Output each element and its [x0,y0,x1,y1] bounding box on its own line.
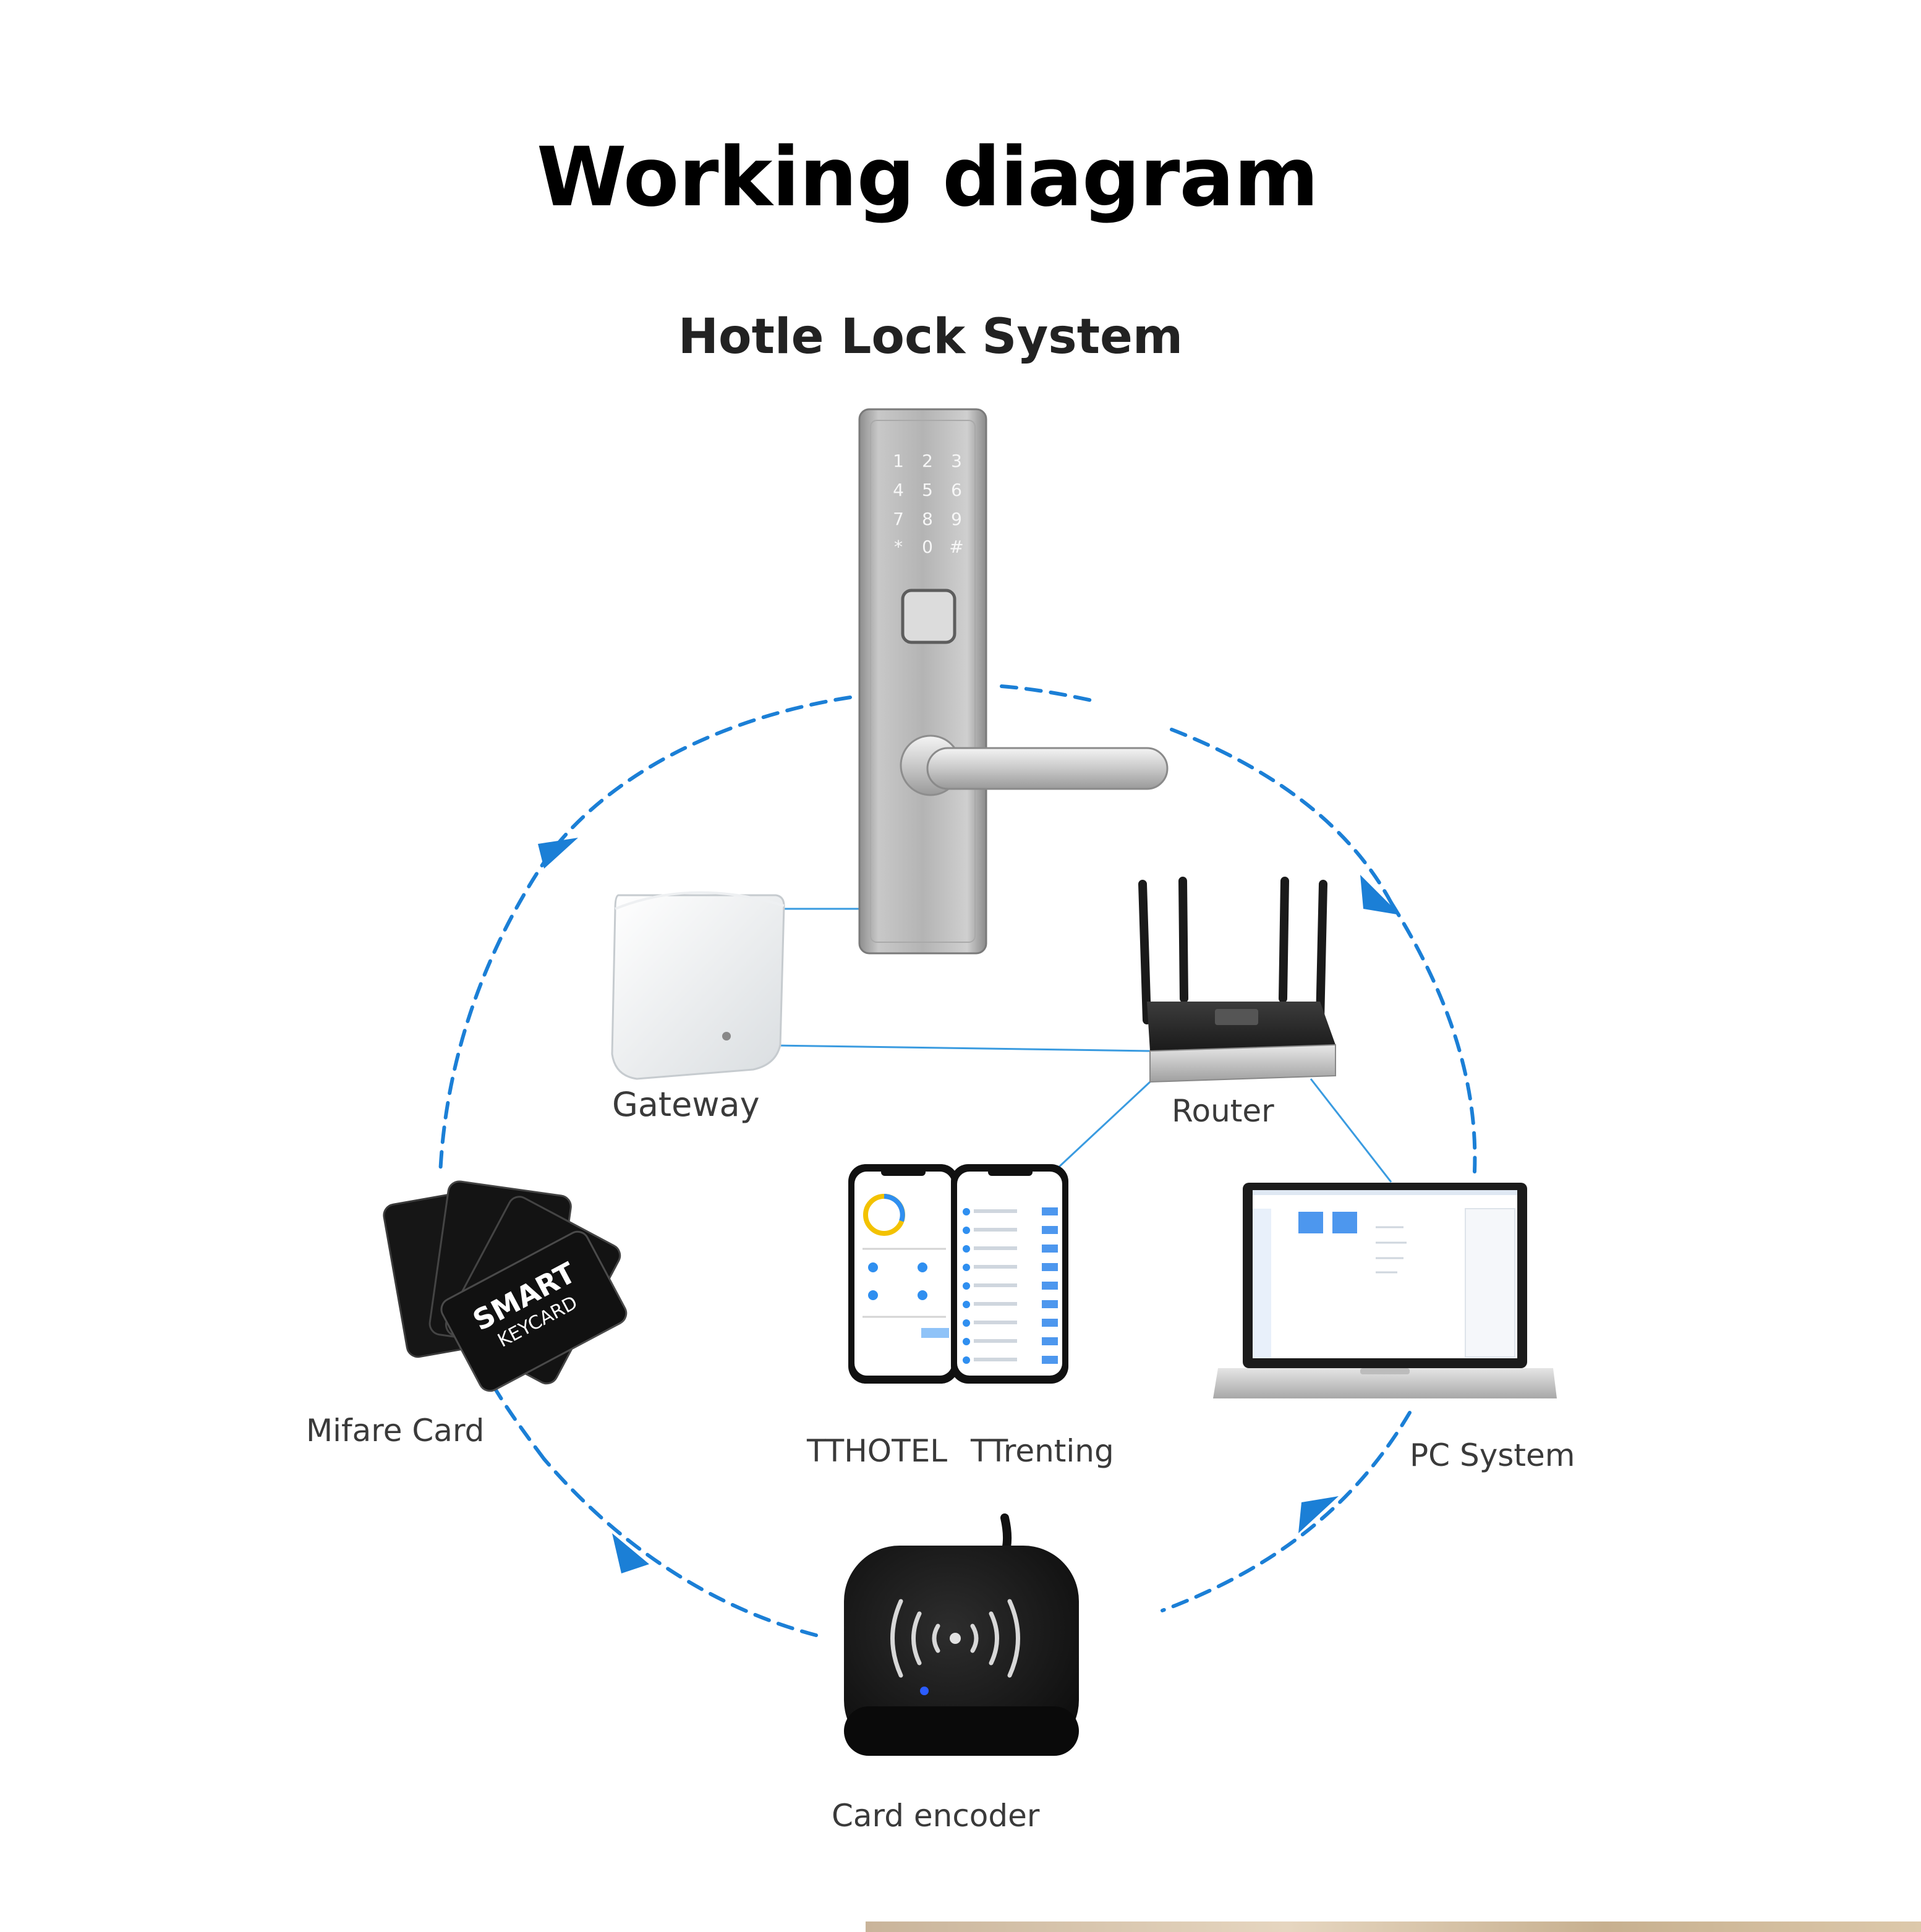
list-row-button [1042,1282,1058,1290]
keypad-key: # [949,537,963,557]
arc-left [438,851,552,1177]
list-row-button [1042,1319,1058,1327]
keypad-key: 3 [951,451,962,471]
mifare-cards-icon: SMART KEYCARD [383,1180,628,1392]
arc-top-left [548,696,852,855]
label-pc-system: PC System [1410,1437,1575,1473]
list-row-button [1042,1300,1058,1308]
list-row-icon [963,1264,970,1271]
keypad-key: 7 [893,509,904,529]
list-row-line [974,1302,1017,1306]
list-row-icon [963,1301,970,1308]
label-mifare-card: Mifare Card [306,1413,485,1449]
list-row-line [974,1265,1017,1269]
list-row-button [1042,1207,1058,1215]
arc-right [1389,901,1477,1173]
list-row-icon [963,1319,970,1327]
list-row-button [1042,1226,1058,1234]
keypad-key: 6 [951,480,962,500]
list-row-button [1042,1245,1058,1253]
list-row-icon [963,1227,970,1234]
list-row-button [1042,1356,1058,1364]
list-row-line [974,1339,1017,1343]
encoder-led [920,1687,929,1695]
arrowhead-down-left [1298,1496,1339,1533]
list-row-line [974,1228,1017,1232]
label-tthotel: TTHOTEL [807,1433,948,1469]
list-row-line [974,1283,1017,1287]
card-encoder-icon [844,1513,1079,1756]
list-row-icon [963,1245,970,1253]
handle-lever [926,747,1169,790]
list-row-button [1042,1263,1058,1271]
list-row-icon [963,1208,970,1215]
arrowhead-up-left [538,838,578,869]
label-router: Router [1172,1093,1274,1129]
arc-right-top [1170,728,1393,904]
line-gateway-router [735,1044,1151,1052]
cycle-arcs [438,684,1477,1637]
keypad-key: * [894,537,903,557]
arc-top-right [1000,684,1099,704]
gateway-icon [611,891,785,1080]
list-row-icon [963,1282,970,1290]
arc-bottom-right [1161,1411,1412,1612]
list-row-line [974,1321,1017,1324]
keypad-key: 5 [922,480,933,500]
phone-tthotel-icon [848,1164,958,1384]
laptop-icon [1213,1183,1557,1398]
keypad-key: 0 [922,537,933,557]
line-router-laptop [1310,1078,1392,1183]
keypad-key: 9 [951,509,962,529]
label-gateway: Gateway [612,1085,760,1124]
label-ttrenting: TTrenting [971,1433,1114,1469]
keypad-key: 4 [893,480,904,500]
lock-plate [858,408,987,955]
label-card-encoder: Card encoder [832,1798,1040,1834]
list-row-line [974,1246,1017,1250]
arrowhead-down-right [1360,875,1400,915]
list-row-line [974,1209,1017,1213]
router-icon [1138,877,1336,1083]
page-title: Working diagram [536,130,1319,225]
lock-plate-inner [870,420,976,943]
connector-lines [735,908,1392,1183]
arrowhead-up-left-bottom [612,1533,649,1573]
list-row-icon [963,1338,970,1345]
arc-bottom-left [542,1457,818,1637]
list-row-button [1042,1337,1058,1345]
list-row-line [974,1358,1017,1361]
floor-strip [866,1921,1921,1932]
keypad-key: 1 [893,451,904,471]
keypad-key: 2 [922,451,933,471]
cycle-arrowheads [538,838,1400,1573]
fingerprint-sensor [901,589,956,644]
keypad-key: 8 [922,509,933,529]
phone-ttrenting-icon [951,1164,1068,1384]
diagram-subtitle: Hotle Lock System [678,309,1183,365]
arc-left-bottom [493,1386,546,1461]
list-row-icon [963,1356,970,1364]
line-router-phones [1056,1081,1151,1170]
